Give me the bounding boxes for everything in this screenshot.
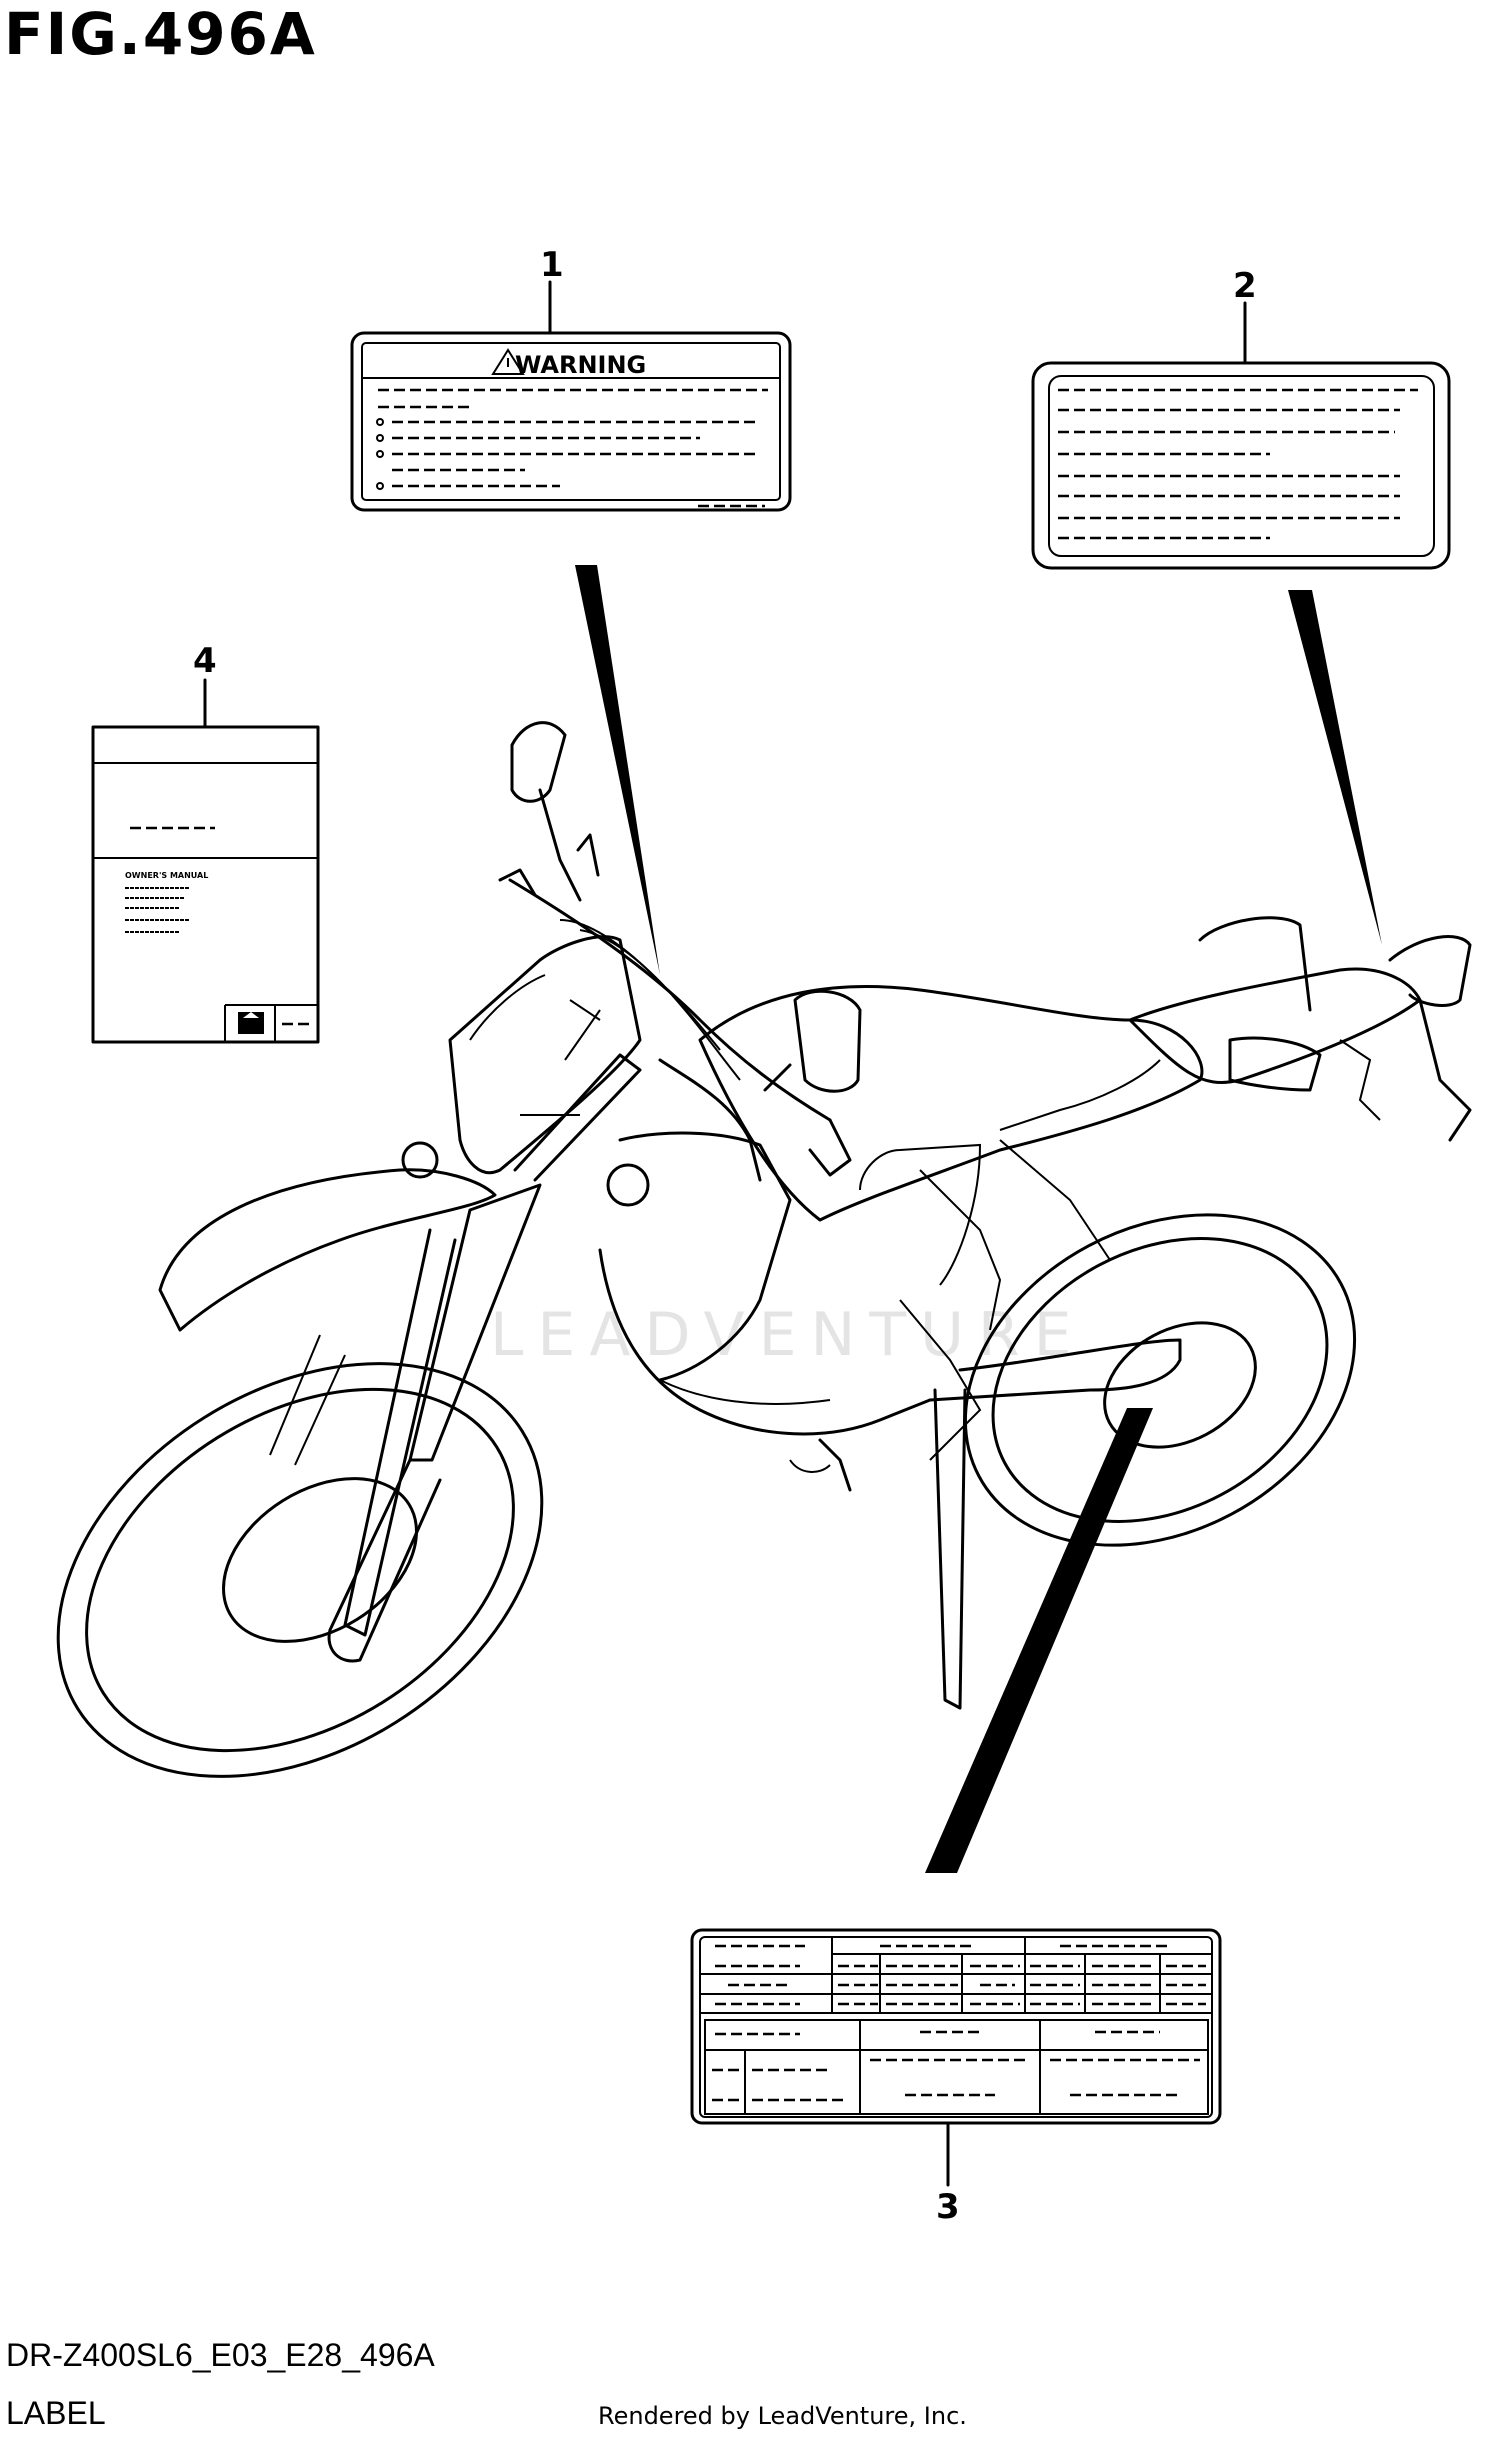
warning-triangle-icon <box>491 348 525 375</box>
render-credit: Rendered by LeadVenture, Inc. <box>598 2402 967 2430</box>
pointer-1 <box>575 565 660 975</box>
motorcycle-illustration <box>56 721 1472 1778</box>
fuel-tank <box>698 985 1204 1222</box>
front-tire <box>56 1362 544 1778</box>
footpeg <box>818 1438 852 1492</box>
left-mirror <box>510 721 567 803</box>
right-mirror <box>793 989 862 1093</box>
warning-label[interactable]: WARNING <box>350 331 792 512</box>
right-grip <box>808 1118 852 1177</box>
brake-lever <box>658 1058 762 1182</box>
owners-manual-label[interactable]: OWNER'S MANUAL <box>91 725 320 1044</box>
diagram-name: LABEL <box>6 2395 106 2431</box>
callout-3: 3 <box>936 2187 960 2227</box>
handlebar <box>508 878 832 1122</box>
swingarm <box>928 1338 1182 1402</box>
side-stand <box>933 1388 967 1710</box>
watermark-text: LEADVENTURE <box>490 1300 1086 1370</box>
manual-book-icon <box>238 1012 264 1034</box>
rear-tire <box>963 1213 1357 1547</box>
figure-title: FIG.496A <box>4 0 317 68</box>
owners-manual-heading: OWNER'S MANUAL <box>125 871 208 880</box>
tail-light <box>1388 935 1472 1007</box>
pointer-3 <box>925 1408 1153 1873</box>
info-label-2[interactable] <box>1031 361 1451 570</box>
front-fender <box>158 1168 497 1332</box>
seat <box>1128 967 1422 1084</box>
engine-outline <box>598 1248 932 1436</box>
headlight-cowl <box>448 935 642 1175</box>
left-lever <box>498 868 537 897</box>
front-hub <box>222 1477 418 1643</box>
rear-fender <box>1418 998 1472 1142</box>
radiator-shroud <box>618 1131 792 1382</box>
pointer-2 <box>1288 590 1382 945</box>
callout-2: 2 <box>1233 266 1257 306</box>
exhaust <box>1228 1036 1322 1092</box>
callout-4: 4 <box>193 641 217 681</box>
right-fork <box>513 1053 642 1182</box>
callout-1: 1 <box>540 245 564 285</box>
spec-table-label[interactable] <box>690 1928 1222 2125</box>
model-code: DR-Z400SL6_E03_E28_496A <box>6 2337 435 2373</box>
left-fork <box>343 1228 457 1637</box>
warning-heading: WARNING <box>515 351 646 379</box>
rear-hub <box>1103 1321 1257 1449</box>
